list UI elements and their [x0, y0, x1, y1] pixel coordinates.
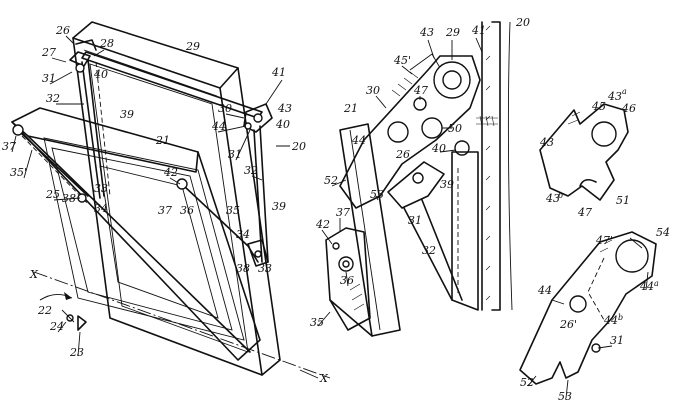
label-24: 24	[49, 320, 64, 333]
label-54: 54	[656, 226, 670, 239]
label-32a: 32	[46, 92, 60, 105]
label-32c: 32	[422, 244, 436, 257]
label-41a: 41	[271, 66, 286, 79]
label-51: 51	[616, 194, 630, 207]
label-31b: 31	[228, 148, 242, 161]
label-40b: 40	[275, 118, 290, 131]
label-41b: 41	[471, 24, 486, 37]
label-30b: 30	[366, 84, 380, 97]
label-33b: 33	[258, 262, 272, 275]
label-44e: 44	[603, 314, 618, 327]
label-21b: 21	[343, 102, 358, 115]
label-39b: 39	[272, 200, 286, 213]
label-35b: 35	[310, 316, 324, 329]
label-44-sup-b: b	[618, 313, 623, 322]
hinge-mechanism-figure	[325, 21, 513, 337]
label-42b: 42	[315, 218, 330, 231]
label-20a: 20	[291, 140, 306, 153]
label-26p: 26'	[559, 318, 577, 331]
label-43-sup-a: a	[622, 87, 627, 96]
label-45p: 45'	[393, 54, 411, 67]
label-31c: 31	[408, 214, 422, 227]
label-x-a: X	[29, 268, 39, 281]
label-37b: 37	[158, 204, 172, 217]
label-44b: 44	[351, 134, 366, 147]
label-29a: 29	[185, 40, 200, 53]
label-34a: 34	[94, 202, 108, 215]
label-45: 45	[591, 100, 606, 113]
label-33a: 33	[94, 182, 108, 195]
label-29b: 29	[445, 26, 460, 39]
label-39c: 39	[440, 178, 454, 191]
label-21a: 21	[155, 134, 170, 147]
reference-numerals: 26 28 27 29 31 40 32 39 41 30 43 44 40 3…	[2, 16, 670, 403]
label-47b: 47	[577, 206, 592, 219]
label-53a: 53	[370, 188, 384, 201]
label-50: 50	[448, 122, 462, 135]
label-40a: 40	[93, 68, 108, 81]
label-26b: 26	[395, 148, 410, 161]
label-39a: 39	[120, 108, 134, 121]
label-52a: 52	[324, 174, 338, 187]
label-47a: 47	[413, 84, 428, 97]
label-26: 26	[55, 24, 70, 37]
plate-44-figure	[519, 231, 657, 385]
label-20b: 20	[515, 16, 530, 29]
label-44a: 44	[211, 120, 226, 133]
label-35p: 35'	[10, 166, 27, 179]
label-43d: 43	[539, 136, 554, 149]
label-43a: 43	[277, 102, 292, 115]
label-43b: 43	[419, 26, 434, 39]
window-assembly-figure	[11, 21, 331, 379]
label-40c: 40	[431, 142, 446, 155]
label-28: 28	[99, 37, 114, 50]
label-22: 22	[37, 304, 52, 317]
label-32b: 32	[244, 164, 258, 177]
label-43c: 43	[607, 90, 622, 103]
label-44d: 44	[537, 284, 552, 297]
label-46: 46	[621, 102, 636, 115]
label-42a: 42	[163, 166, 178, 179]
label-x-b: X	[319, 372, 329, 385]
label-25: 25	[45, 188, 60, 201]
label-23: 23	[69, 346, 84, 359]
label-43-sub-b: b	[558, 191, 563, 200]
label-37a: 37	[2, 140, 16, 153]
label-36a: 36	[180, 204, 194, 217]
label-52b: 52	[520, 376, 534, 389]
label-30a: 30	[218, 102, 232, 115]
label-53b: 53	[558, 390, 572, 403]
label-37c: 37	[336, 206, 350, 219]
label-43e: 43	[545, 192, 560, 205]
label-35a: 35	[226, 204, 240, 217]
label-34b: 34	[236, 228, 250, 241]
lever-43-figure	[539, 103, 629, 201]
label-38b: 38	[236, 262, 250, 275]
label-31d: 31	[610, 334, 624, 347]
label-31a: 31	[42, 72, 56, 85]
label-27: 27	[41, 46, 56, 59]
label-47p: 47'	[595, 234, 613, 247]
label-44-sup-a: a	[654, 279, 659, 288]
